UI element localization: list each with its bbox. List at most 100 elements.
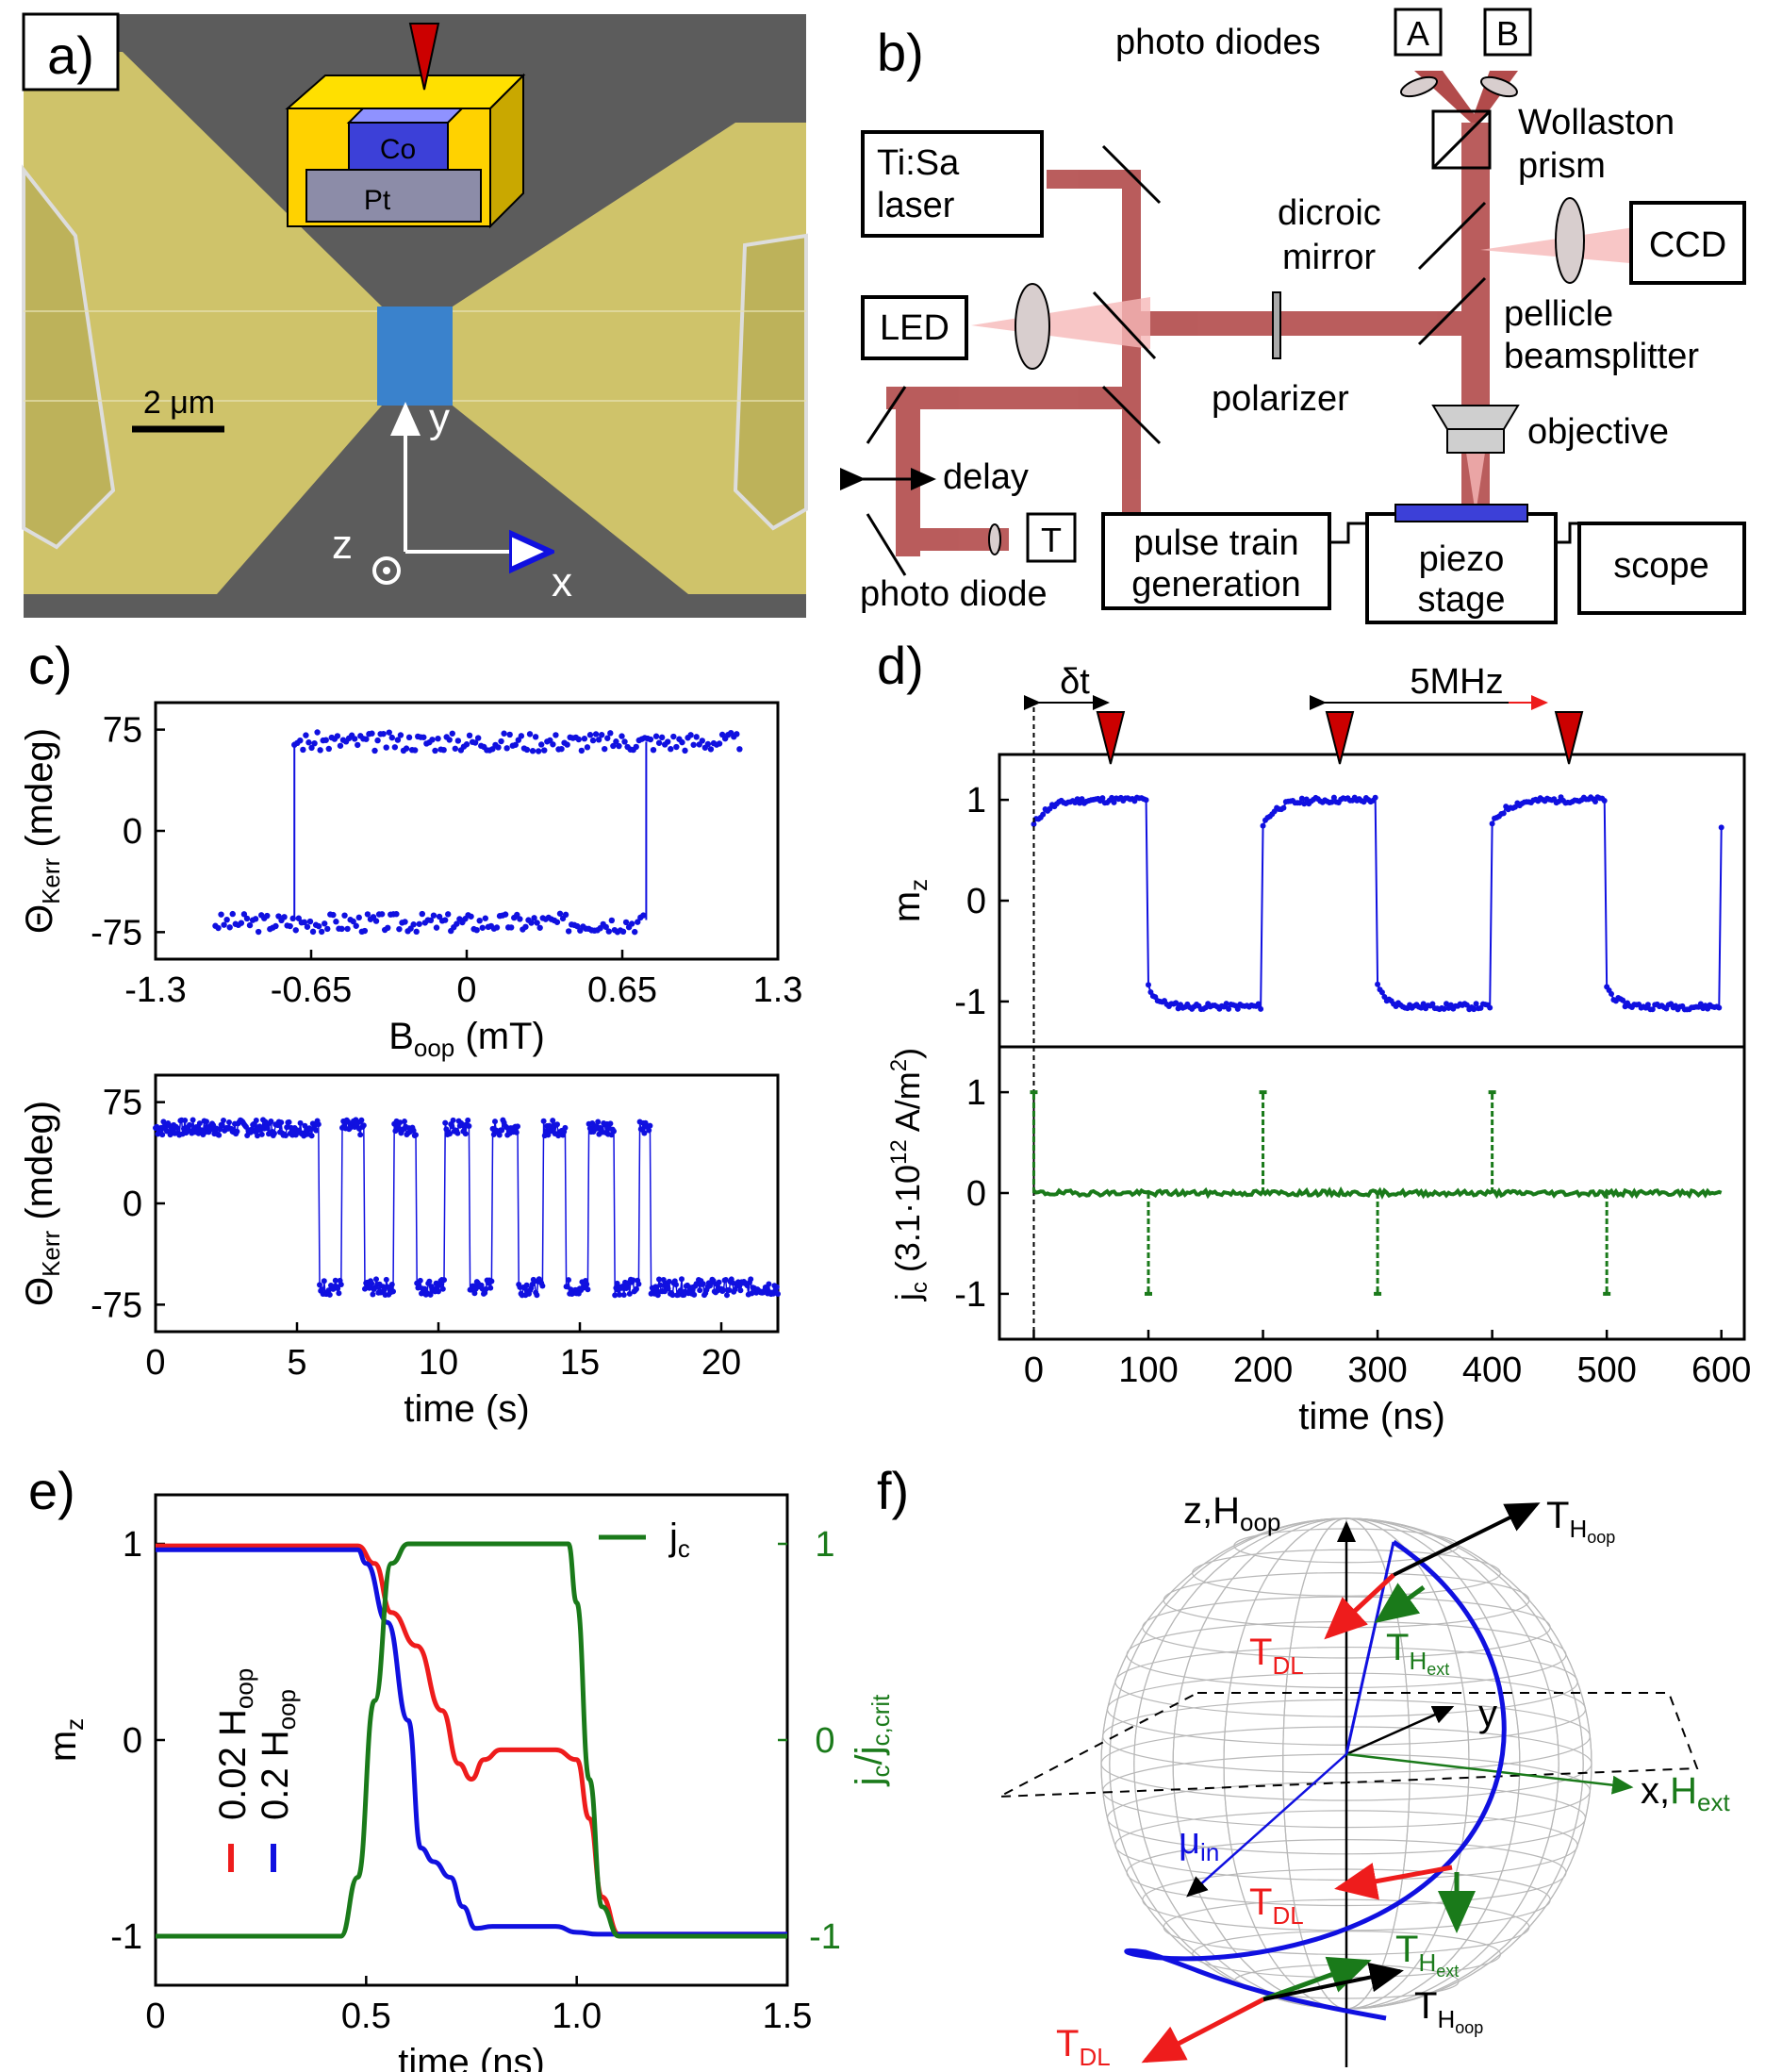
data-point [1378,989,1385,996]
probe-marker-icon [1096,711,1126,765]
data-point [658,734,666,741]
data-point [441,1277,447,1284]
data-point [385,924,391,932]
data-point [454,920,460,927]
d-top-ylabel: mz [886,879,932,922]
data-point [402,919,408,925]
data-point [722,1277,729,1284]
data-point [556,910,564,917]
data-point [652,1284,659,1290]
data-point [468,913,474,920]
data-point [221,1118,226,1124]
data-point [656,1276,662,1283]
data-point [378,911,386,918]
panel-a-label: a) [47,25,94,85]
laser-label-2: laser [877,186,955,225]
data-point [581,736,588,742]
data-point [160,1119,167,1125]
x-tick-label: 200 [1233,1351,1293,1390]
data-point [264,912,271,920]
mz-line [1032,794,1723,1012]
data-point [749,1290,755,1297]
right-pad [733,233,808,531]
data-point [1444,1001,1449,1007]
data-point [592,731,600,738]
panel-f-sphere: z,Hoop THoop TDL THext y x,Hext μin TDL … [998,1490,1730,2071]
x-tick-label: 0 [1024,1351,1044,1390]
legend-jc-label: jc [668,1517,690,1563]
data-point [402,1119,407,1125]
data-point [669,1292,676,1299]
data-point [403,745,410,752]
data-point [483,1285,489,1292]
data-point [766,1281,772,1287]
data-point [1471,1006,1477,1013]
data-point [632,928,638,936]
ccd-label: CCD [1649,225,1726,265]
data-point [1716,1004,1723,1011]
f-thoop-sub-2: H [1437,2005,1455,2033]
data-point [495,744,502,751]
data-point [182,1118,189,1124]
data-point [315,922,322,930]
data-point [338,1281,344,1287]
data-point [305,739,312,746]
data-point [554,1121,560,1128]
f-thoop-label: T [1546,1495,1569,1536]
x-tick-label: -0.65 [271,970,353,1010]
x-tick-label: 15 [560,1343,600,1383]
y-tick-label: -75 [91,913,142,953]
x-tick-label: 0 [456,970,476,1010]
data-point [670,733,677,740]
data-point [1303,796,1310,803]
y-tick-label: -1 [954,983,986,1022]
data-point [272,922,279,930]
data-point [578,747,586,754]
data-point [1260,822,1266,829]
pulse-label-1: pulse train [1133,523,1298,563]
f-tdl-label-1: T [1249,1632,1272,1673]
f-thext-subsub-2: ext [1436,1962,1459,1981]
panel-e-label: e) [28,1461,75,1520]
data-point [539,1283,546,1289]
mu-in-vector [1186,1753,1347,1898]
data-point [304,923,311,930]
x-tick-label: 10 [419,1343,458,1383]
data-point [322,737,329,743]
data-point [246,921,254,929]
data-point [1040,811,1047,818]
data-point [281,914,288,920]
data-point [575,736,582,743]
series-0.2 H_oop [156,1547,787,1937]
svg-text:TDL: TDL [1249,1632,1304,1680]
led-label: LED [880,308,949,348]
x-tick-label: 100 [1118,1351,1178,1390]
f-thext-sub-2: H [1418,1948,1436,1977]
data-point [502,911,509,918]
data-point [1489,821,1495,827]
data-point [1143,797,1149,804]
svg-text:THoop: THoop [1414,1985,1483,2037]
data-point [355,914,362,921]
legend-blue-label: 0.2 Hoop [255,1689,301,1820]
x-tick-label: 0 [145,1997,165,2036]
data-point [691,1291,698,1298]
legend-red-label: 0.02 Hoop [212,1668,258,1820]
data-point [196,1120,203,1127]
wollaston-label-1: Wollaston [1518,103,1675,142]
data-point [190,1117,196,1123]
data-point [515,1123,520,1130]
data-point [635,919,641,925]
right-electrode [453,123,806,594]
data-point [598,732,605,738]
data-point [462,1131,469,1137]
data-point [361,927,369,935]
data-point [1697,1001,1704,1007]
t-box-label: T [1041,521,1062,559]
e-y2label: jc/jc,crit [849,1694,895,1787]
data-point [528,920,535,926]
data-point [1644,1002,1651,1008]
data-point [427,917,435,924]
data-point [226,1119,232,1126]
